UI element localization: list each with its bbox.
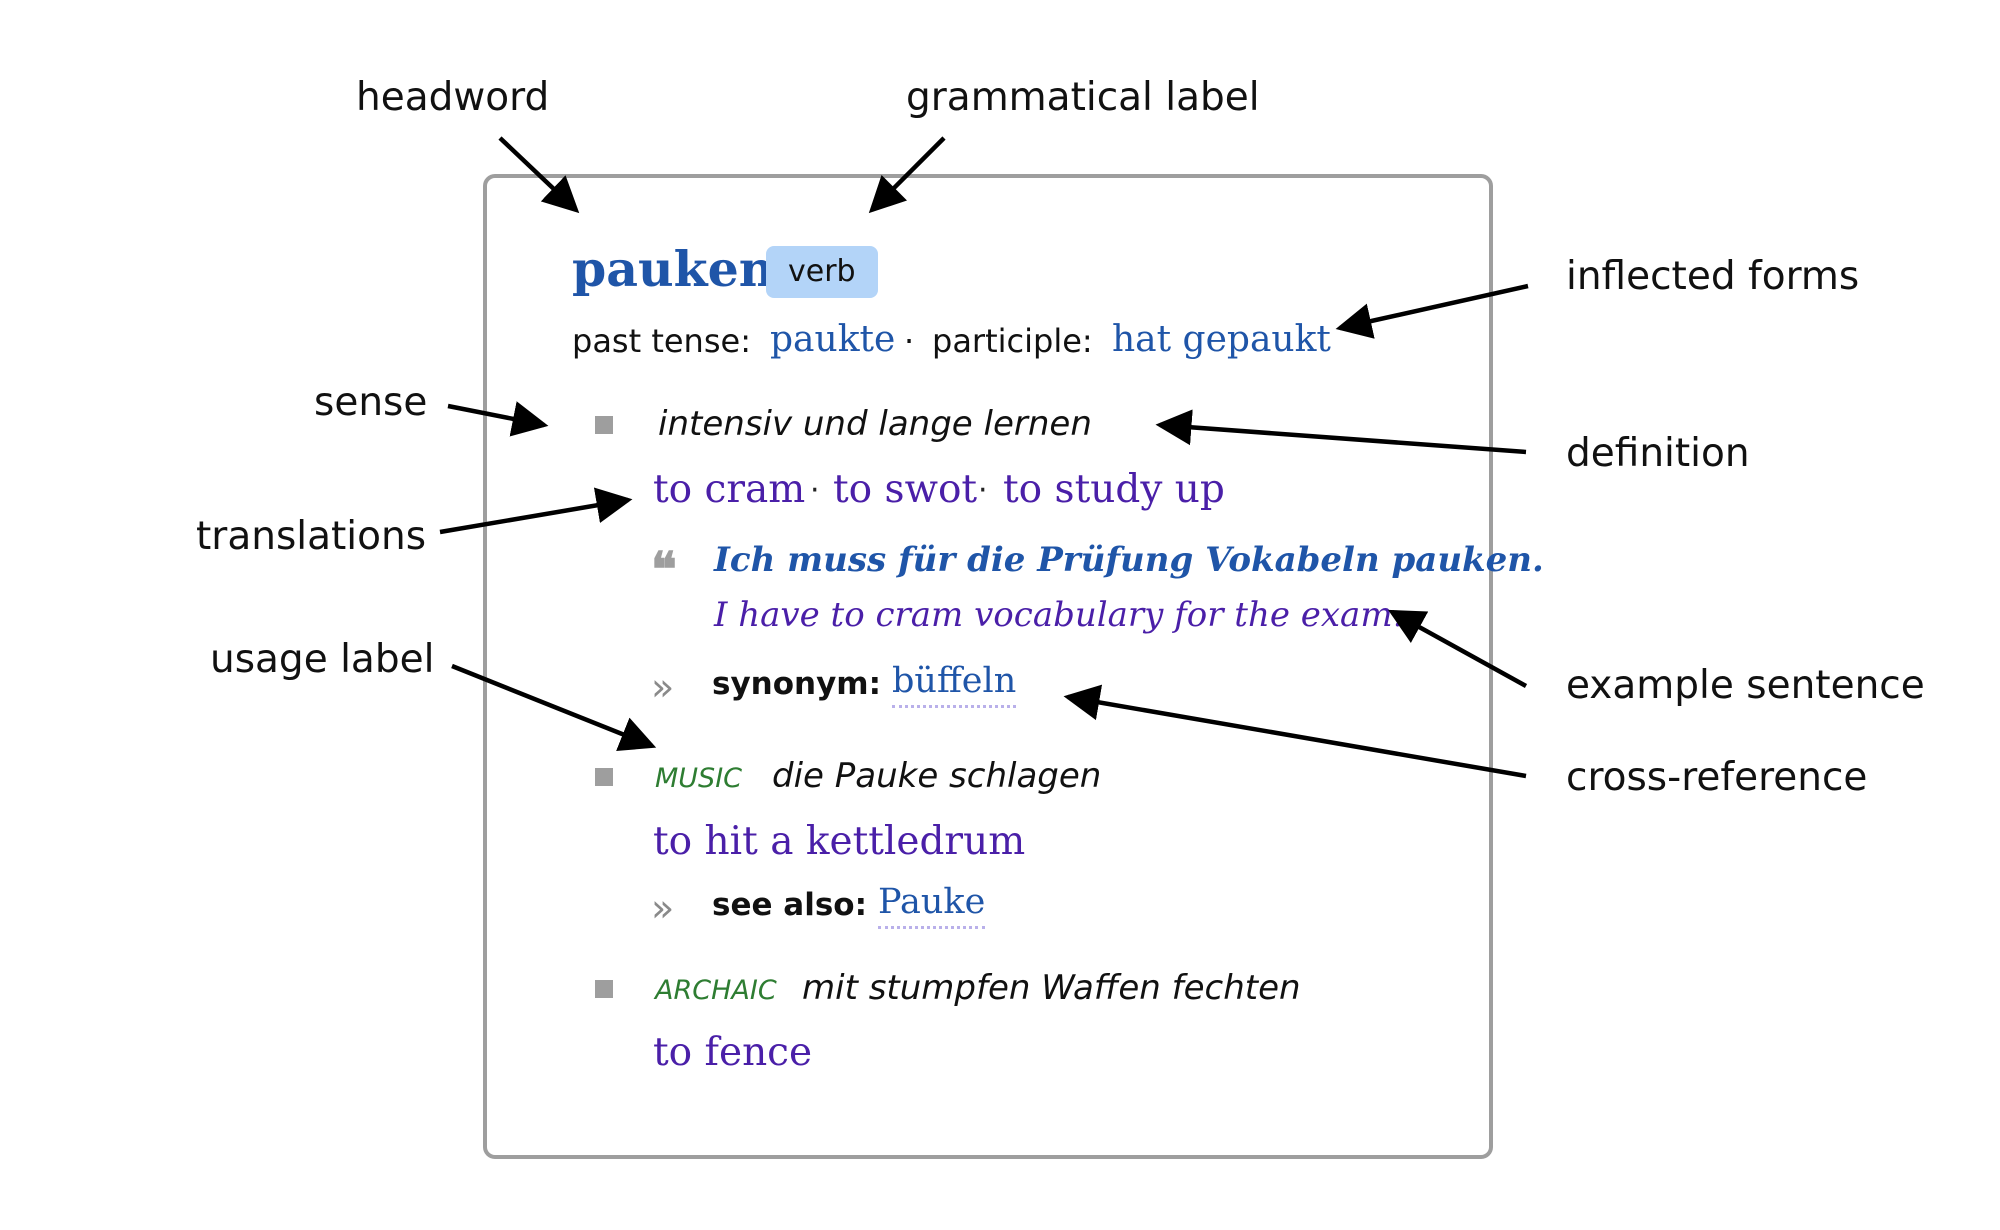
callout-inflected-forms: inflected forms [1566,254,1860,299]
arrow-grammatical-label [868,136,946,214]
arrow-usage-label [451,663,657,752]
callout-headword: headword [356,75,550,120]
sense-bullet [595,768,613,786]
arrow-translations [439,487,633,535]
arrow-definition [1155,409,1527,455]
translation[interactable]: to cram [653,467,806,512]
arrow-headword [498,136,580,214]
arrow-sense [447,401,549,437]
inflection-separator: · [904,322,915,360]
inflection-label-past: past tense: [572,322,751,360]
pos-badge: verb [766,246,878,298]
translation-separator: · [978,473,988,508]
example-source-sentence: Ich muss für die Prüfung Vokabeln pauken… [714,540,1544,580]
callout-grammatical-label: grammatical label [906,75,1260,120]
arrow-example-sentence [1388,609,1528,688]
sense-bullet [595,416,613,434]
translation-separator: · [810,473,820,508]
inflection-form-participle[interactable]: hat gepaukt [1112,319,1331,360]
xref-link-synonym[interactable]: büffeln [892,664,1017,708]
callout-cross-reference: cross-reference [1566,755,1868,800]
callout-example-sentence: example sentence [1566,663,1925,708]
inflection-label-participle: participle: [932,322,1093,360]
callout-translations: translations [196,514,427,559]
sense-bullet [595,980,613,998]
translation[interactable]: to swot [833,467,978,512]
xref-label-see-also: see also: [712,887,867,923]
usage-label-archaic: ARCHAIC [655,975,777,1006]
example-target-sentence: I have to cram vocabulary for the exam. [714,595,1404,635]
translation[interactable]: to fence [653,1030,813,1075]
quote-icon: ❝ [651,542,677,598]
translation[interactable]: to study up [1003,467,1225,512]
sense-definition: mit stumpfen Waffen fechten [802,968,1301,1008]
arrow-cross-reference [1063,684,1527,779]
chevron-right-icon: » [651,886,675,930]
callout-sense: sense [314,380,428,425]
xref-label-synonym: synonym: [712,666,882,702]
xref-link-see-also[interactable]: Pauke [878,885,986,929]
usage-label-music: MUSIC [655,763,743,794]
sense-definition: intensiv und lange lernen [658,404,1092,444]
arrow-inflected-forms [1335,283,1529,339]
chevron-right-icon: » [651,665,675,709]
inflection-form-past[interactable]: paukte [770,319,896,360]
callout-usage-label: usage label [210,637,435,682]
headword: pauken [572,240,775,298]
callout-definition: definition [1566,431,1750,476]
sense-definition: die Pauke schlagen [772,756,1102,796]
translation[interactable]: to hit a kettledrum [653,819,1026,864]
